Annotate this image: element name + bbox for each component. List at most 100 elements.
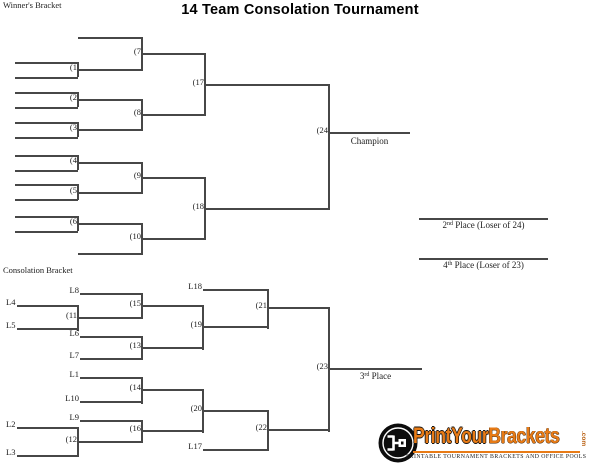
team-line <box>17 328 79 330</box>
winner-line <box>142 177 206 179</box>
text-part: nd <box>447 221 453 227</box>
logo-underline <box>413 450 580 453</box>
team-line <box>80 419 142 422</box>
game-14-label: (14 <box>129 382 141 392</box>
text-part: 4 <box>443 260 448 270</box>
text-part: 2 <box>442 220 448 230</box>
game-15-label: (15 <box>129 298 141 308</box>
logo-brand-second: Brackets <box>488 423 560 448</box>
loser-4-label: L4 <box>6 297 16 307</box>
winner-line <box>203 326 269 328</box>
loser-5-label: L5 <box>6 320 16 330</box>
printyourbrackets-logo: PrintYourBrackets PRINTABLE TOURNAMENT B… <box>377 423 596 464</box>
second-place-line <box>419 217 548 220</box>
winner-line <box>78 316 143 319</box>
team-line <box>203 448 269 451</box>
team-line <box>15 121 78 124</box>
team-line <box>15 169 78 172</box>
loser-7-label: L7 <box>69 350 79 360</box>
loser-6-label: L6 <box>69 328 79 338</box>
connector-line <box>328 83 330 210</box>
winner-line <box>142 389 204 391</box>
game-21-label: (21 <box>255 300 267 310</box>
text-part: Place (Loser of 23) <box>452 260 524 270</box>
team-line <box>203 288 269 291</box>
game-13-label: (13 <box>129 340 141 350</box>
bye-line <box>78 36 142 39</box>
bye-line <box>78 253 142 255</box>
team-line <box>17 305 79 307</box>
game-5-label: (5 <box>69 184 77 195</box>
game-17-label: (17 <box>192 76 204 87</box>
winners-bracket-heading: Winner's Bracket <box>3 0 62 10</box>
loser-2-label: L2 <box>6 419 16 429</box>
winner-line <box>142 430 204 432</box>
second-place-label: 2nd Place (Loser of 24) <box>419 221 548 232</box>
game-4-label: (4 <box>69 155 77 165</box>
team-line <box>15 184 78 186</box>
loser-10-label: L10 <box>65 393 79 403</box>
loser-8-label: L8 <box>69 285 79 295</box>
team-line <box>15 215 78 218</box>
game-19-label: (19 <box>190 319 202 329</box>
game-16-label: (16 <box>129 423 141 433</box>
page-title: 14 Team Consolation Tournament <box>181 2 419 18</box>
loser-9-label: L9 <box>69 411 79 422</box>
team-line <box>17 427 79 429</box>
winner-line <box>78 129 143 131</box>
text-part: rd <box>364 371 370 378</box>
winner-line <box>142 114 206 116</box>
team-line <box>15 136 78 139</box>
winner-line <box>78 99 143 101</box>
winner-line <box>205 207 330 210</box>
third-place-label: 3rd Place <box>329 370 422 383</box>
loser-3-label: L3 <box>6 446 16 457</box>
winner-line <box>268 429 330 431</box>
team-line <box>15 61 78 64</box>
team-line <box>15 91 78 94</box>
game-9-label: (9 <box>133 170 141 180</box>
logo-brand-first: PrintYour <box>413 423 489 448</box>
game-24-label: (24 <box>316 124 328 135</box>
consolation-bracket-heading: Consolation Bracket <box>3 265 73 275</box>
logo-wordmark: PrintYourBrackets <box>413 423 560 448</box>
game-11-label: (11 <box>65 309 77 320</box>
text-part: Place <box>369 370 392 381</box>
game-22-label: (22 <box>255 422 267 432</box>
logo-domain-suffix: .com <box>580 431 587 447</box>
winner-line <box>142 305 204 307</box>
winner-line <box>78 162 143 164</box>
team-line <box>80 336 143 338</box>
team-line <box>80 358 143 360</box>
game-2-label: (2 <box>69 92 77 102</box>
text-part: 3 <box>359 370 365 381</box>
team-line <box>15 106 78 109</box>
fourth-place-line <box>419 257 548 260</box>
game-1-label: (1 <box>69 62 77 72</box>
game-23-label: (23 <box>316 361 328 371</box>
champion-line <box>329 131 410 134</box>
winner-line <box>78 440 143 443</box>
loser-18-label: L18 <box>188 280 202 291</box>
loser-17-label: L17 <box>188 440 202 451</box>
game-12-label: (12 <box>65 433 77 444</box>
winner-line <box>203 409 269 412</box>
fourth-place-label: 4th Place (Loser of 23) <box>419 261 548 272</box>
game-8-label: (8 <box>133 107 141 117</box>
winner-line <box>142 238 206 240</box>
game-20-label: (20 <box>190 402 202 413</box>
winner-line <box>78 223 143 225</box>
team-line <box>80 293 143 295</box>
winner-line <box>142 53 206 55</box>
team-line <box>15 199 78 201</box>
winner-line <box>78 69 143 71</box>
team-line <box>80 401 142 403</box>
game-3-label: (3 <box>69 122 77 132</box>
winner-line <box>268 307 330 309</box>
team-line <box>15 230 78 233</box>
text-part: Place (Loser of 24) <box>453 220 525 230</box>
game-7-label: (7 <box>133 46 141 56</box>
text-part: th <box>447 261 453 267</box>
game-18-label: (18 <box>192 200 204 211</box>
